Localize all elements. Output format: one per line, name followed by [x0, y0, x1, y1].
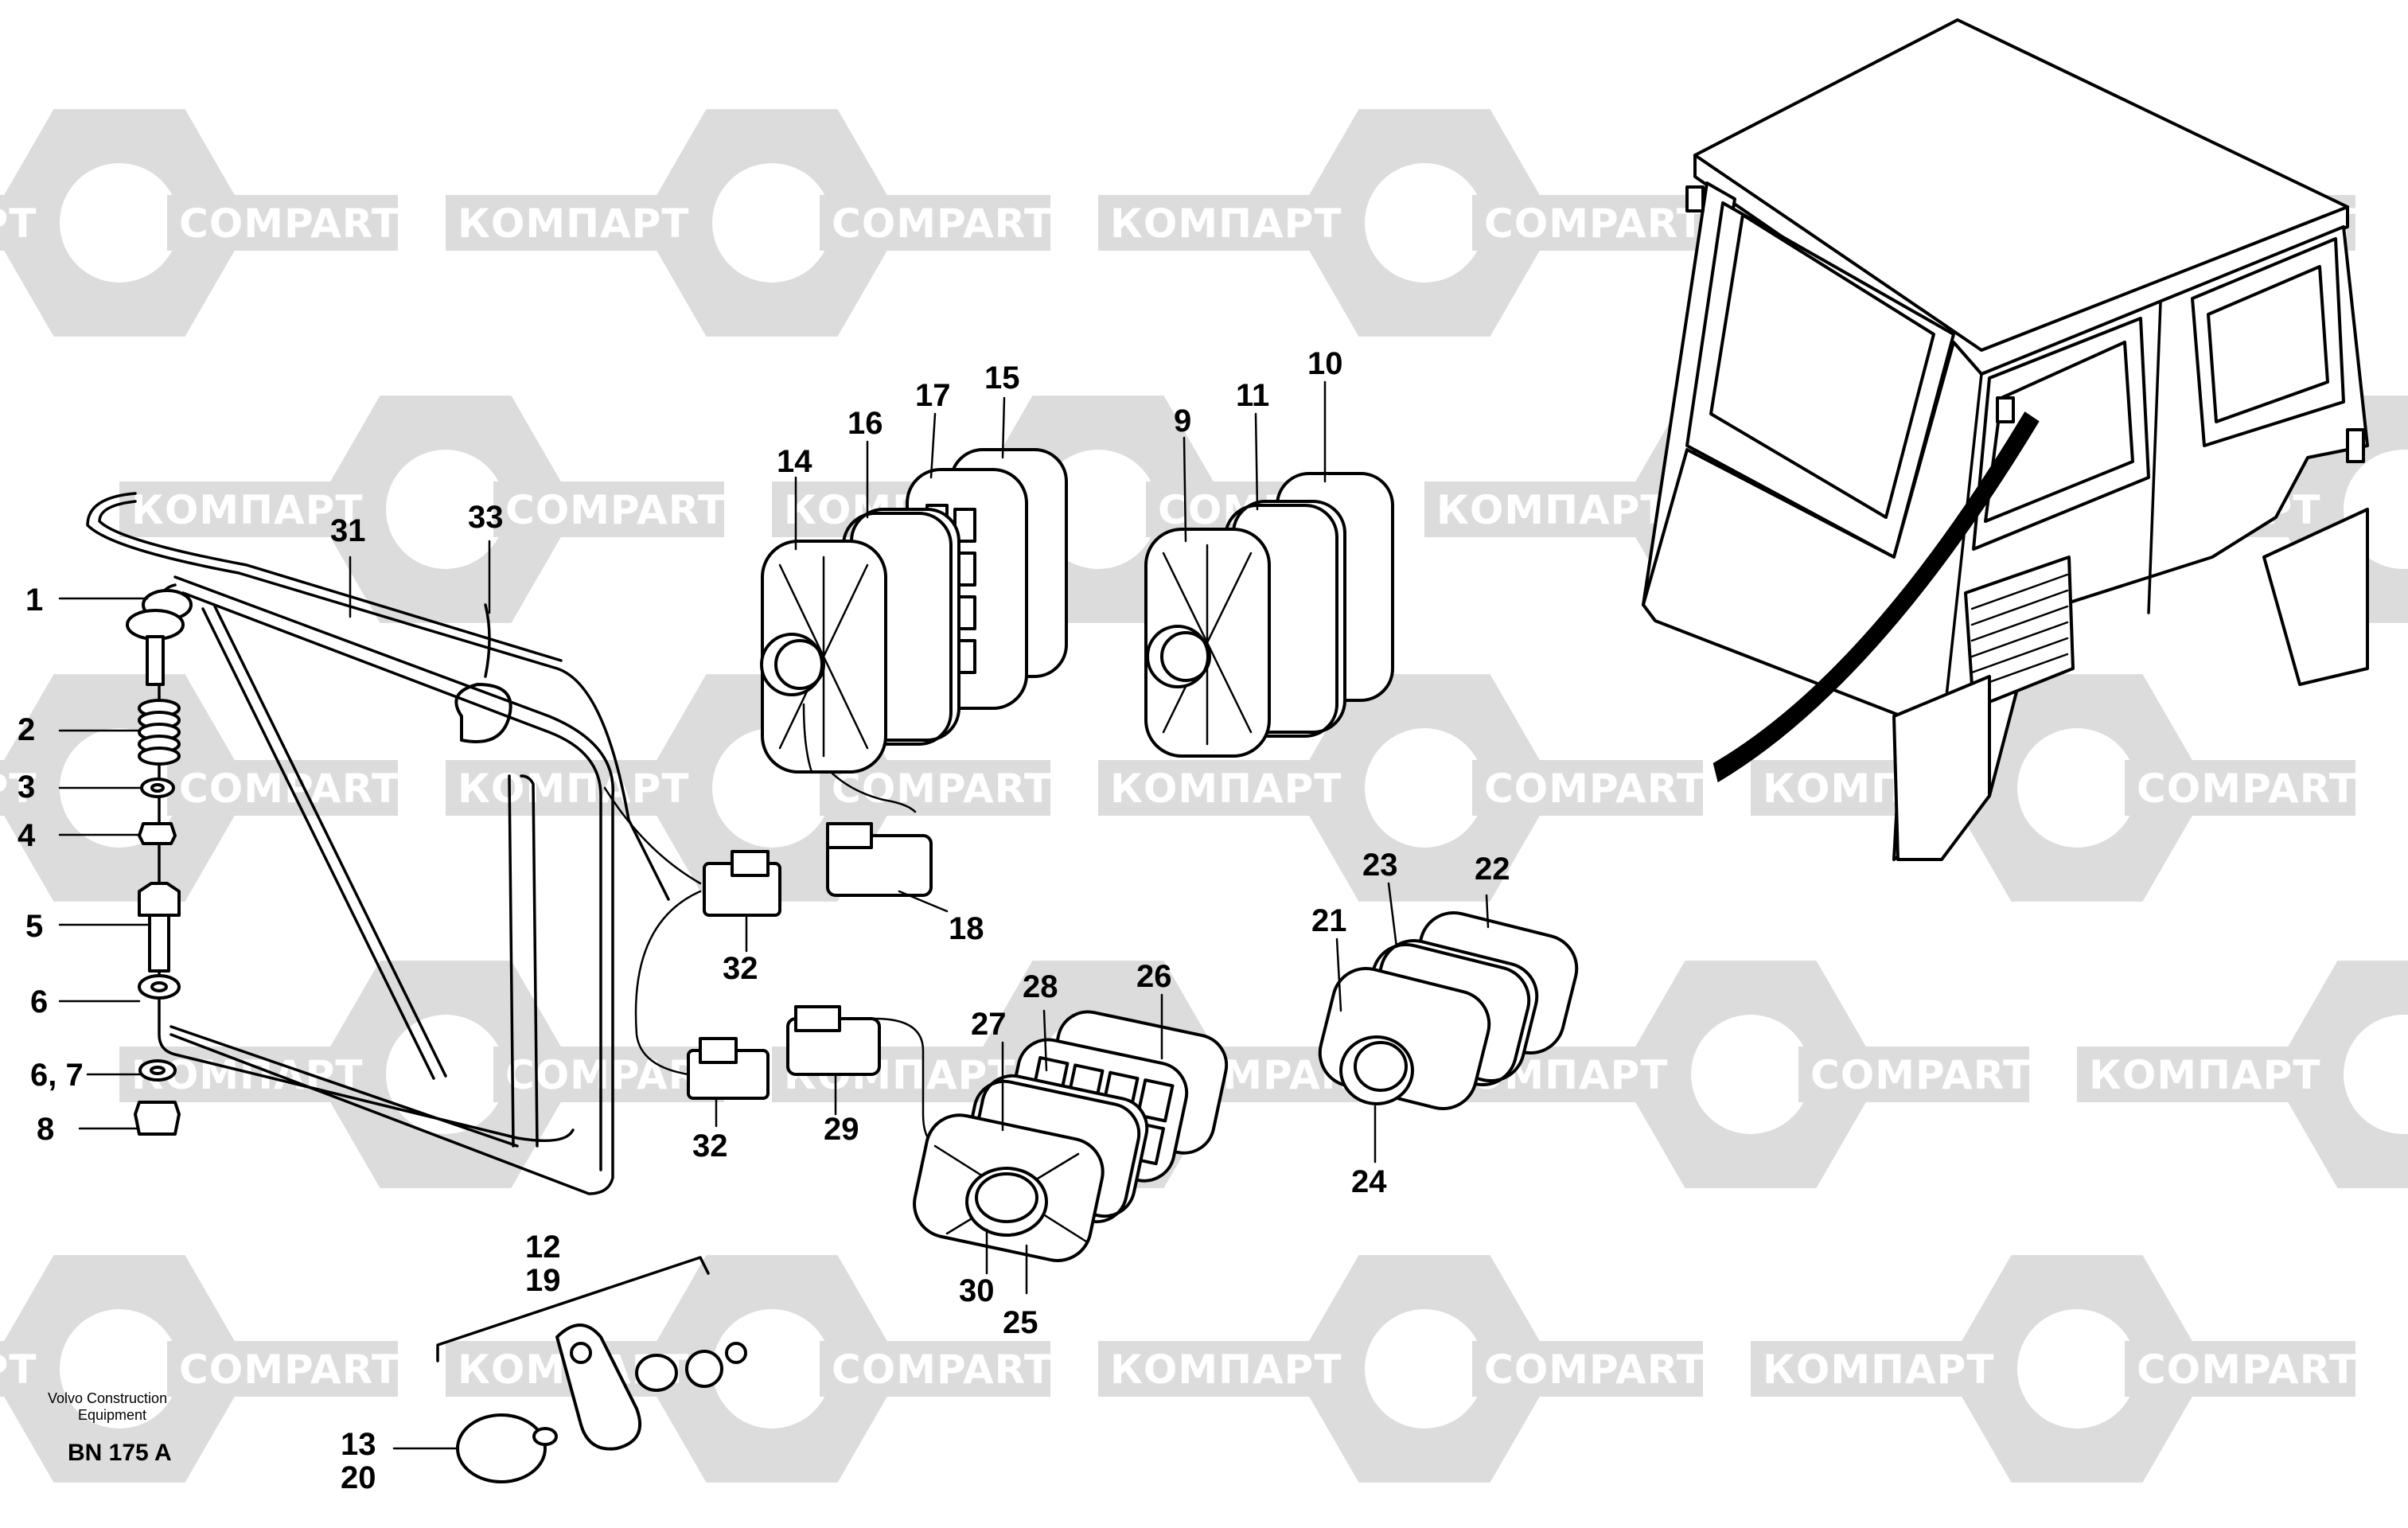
callout-28: 28 — [1023, 969, 1058, 1004]
watermark-text-cyrillic: КОМПАРТ — [458, 766, 689, 812]
callout-22: 22 — [1475, 852, 1510, 887]
callout-11: 11 — [1236, 378, 1269, 413]
callout-24: 24 — [1351, 1164, 1387, 1199]
lamp-group-right — [1318, 910, 1579, 1111]
mirror-arm-assembly — [86, 492, 937, 1195]
cab-illustration — [1642, 18, 2369, 861]
callout-33: 33 — [468, 500, 504, 535]
callout-23: 23 — [1362, 848, 1398, 883]
watermark-tile: КОМПАРТ COMPART — [0, 109, 399, 337]
callout-14: 14 — [777, 444, 812, 479]
callout-19: 19 — [525, 1263, 561, 1298]
watermark-text-cyrillic: КОМПАРТ — [458, 201, 689, 247]
watermark-text-cyrillic: КОМПАРТ — [2089, 1052, 2320, 1098]
callout-6-7: 6, 7 — [30, 1058, 84, 1093]
callout-30: 30 — [959, 1273, 995, 1308]
watermark-text-cyrillic: КОМПАРТ — [0, 766, 37, 812]
callout-labels: 1 2 3 4 5 6 6, 7 8 31 33 14 16 17 15 9 1… — [18, 346, 1510, 1495]
callout-32-lower: 32 — [692, 1128, 728, 1164]
drawing-reference: Volvo Construction Equipment BN 175 A — [48, 1390, 172, 1466]
watermark-text-latin: COMPART — [2137, 1347, 2357, 1393]
callout-15: 15 — [984, 361, 1020, 396]
fasteners — [134, 635, 181, 1136]
watermark-text-latin: COMPART — [1484, 766, 1705, 812]
source-line-1: Volvo Construction — [48, 1390, 167, 1406]
callout-12: 12 — [525, 1230, 561, 1265]
small-lamp-detail — [436, 1256, 747, 1483]
leader-lines — [58, 380, 1490, 1450]
callout-21: 21 — [1311, 903, 1347, 938]
watermark-text-cyrillic: КОМПАРТ — [1110, 201, 1342, 247]
callout-16: 16 — [847, 406, 883, 441]
callout-6: 6 — [30, 984, 48, 1019]
callout-17: 17 — [915, 378, 951, 413]
callout-2: 2 — [18, 712, 35, 747]
source-line-2: Equipment — [78, 1407, 146, 1423]
watermark-tile: КОМПАРТ COMPART — [446, 109, 1052, 337]
connectors — [687, 822, 933, 1100]
callout-5: 5 — [25, 909, 43, 944]
watermark-text-latin: COMPART — [1484, 1347, 1705, 1393]
callout-9: 9 — [1174, 403, 1191, 439]
watermark-text-latin: COMPART — [2137, 766, 2357, 812]
callout-25: 25 — [1003, 1305, 1038, 1340]
watermark-text-latin: COMPART — [179, 201, 399, 247]
callout-4: 4 — [18, 818, 36, 853]
callout-26: 26 — [1136, 959, 1172, 994]
watermark-text-latin: COMPART — [179, 1347, 399, 1393]
watermark-text-latin: COMPART — [1810, 1052, 2031, 1098]
watermark-text-cyrillic: КОМПАРТ — [1763, 1347, 1994, 1393]
callout-31: 31 — [330, 513, 366, 548]
watermark-tile: КОМПАРТ COMPART — [0, 1255, 399, 1483]
spring — [138, 699, 181, 766]
callout-3: 3 — [18, 770, 35, 805]
watermark-text-cyrillic: КОМПАРТ — [1436, 487, 1668, 533]
watermark-tile: КОМПАРТ COMPART — [119, 396, 726, 623]
callout-29: 29 — [824, 1112, 859, 1147]
callout-27: 27 — [971, 1007, 1007, 1042]
watermark-text-cyrillic: КОМПАРТ — [1110, 1347, 1342, 1393]
watermark-text-latin: COMPART — [179, 766, 399, 812]
watermark-text-latin: COMPART — [832, 766, 1052, 812]
callout-8: 8 — [37, 1112, 54, 1147]
watermark-text-cyrillic: КОМПАРТ — [0, 1347, 37, 1393]
callout-32-upper: 32 — [723, 951, 758, 986]
callout-13: 13 — [341, 1427, 376, 1462]
watermark-tile: КОМПАРТ COMPART — [1751, 1255, 2357, 1483]
watermark-tile: КОМПАРТ COMPART — [1098, 109, 1705, 337]
watermark-text-latin: COMPART — [1484, 201, 1705, 247]
lamp-group-lower — [913, 1010, 1229, 1262]
watermark-text-cyrillic: КОМПАРТ — [0, 201, 37, 247]
callout-20: 20 — [341, 1460, 376, 1495]
lamp-group-upper-right — [1144, 472, 1394, 758]
callout-10: 10 — [1307, 346, 1343, 381]
watermark-text-cyrillic: КОМПАРТ — [131, 487, 363, 533]
watermark-text-latin: COMPART — [505, 487, 726, 533]
watermark-text-latin: COMPART — [832, 1347, 1052, 1393]
callout-1: 1 — [25, 583, 43, 618]
drawing-code: BN 175 A — [68, 1440, 172, 1466]
watermark-tile: КОМПАРТ COMPART — [1098, 1255, 1705, 1483]
watermark-tile: КОМПАРТ COMPART — [1098, 674, 1705, 902]
lamp-group-upper-left — [760, 448, 1068, 774]
watermark-text-latin: COMPART — [832, 201, 1052, 247]
callout-18: 18 — [949, 911, 984, 946]
watermark-text-cyrillic: КОМПАРТ — [1110, 766, 1342, 812]
